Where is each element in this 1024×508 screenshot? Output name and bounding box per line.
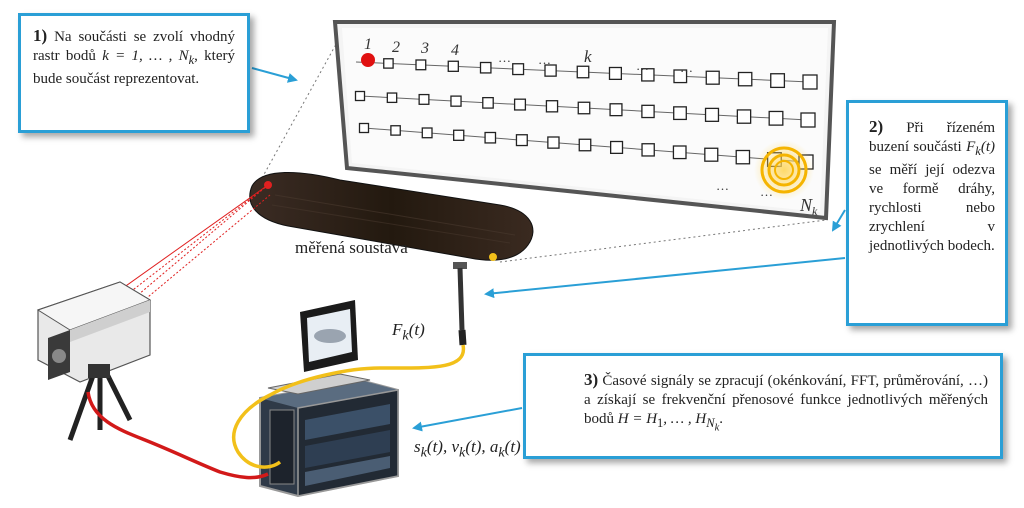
step1-callout: 1) Na součásti se zvolí vhodný rastr bod… xyxy=(18,13,250,133)
grid-label-k: k xyxy=(584,47,592,66)
grid-label-3: 3 xyxy=(420,40,429,57)
red-cable xyxy=(86,391,269,480)
grid-label-2: 2 xyxy=(392,39,400,56)
grid-point xyxy=(358,122,370,134)
grid-ellipsis: … xyxy=(636,58,649,73)
grid-point xyxy=(390,125,401,136)
step3-number: 3) xyxy=(584,370,599,389)
excitation-rings xyxy=(754,140,814,200)
grid-point xyxy=(513,98,527,111)
step2-callout: 2) Při řízeném buzení součásti Fk(t) se … xyxy=(846,100,1008,326)
grid-point xyxy=(545,100,559,113)
step2-text: 2) Při řízeném buzení součásti Fk(t) se … xyxy=(869,117,996,254)
step1-text: 1) Na součásti se zvolí vhodný rastr bod… xyxy=(33,26,236,87)
grid-point xyxy=(484,131,497,144)
grid-point xyxy=(608,66,623,81)
grid-point xyxy=(386,92,398,104)
measured-system-label: měřená soustava xyxy=(295,238,408,257)
grid-point xyxy=(705,70,720,85)
grid-point xyxy=(704,107,720,122)
grid-point xyxy=(576,65,590,79)
step3-callout: 3) Časové signály se zpracují (okénkován… xyxy=(523,353,1003,459)
grid-point xyxy=(544,64,557,77)
snowboard xyxy=(249,172,534,261)
grid-point xyxy=(641,143,655,157)
grid-point xyxy=(800,112,816,128)
grid-point xyxy=(673,106,687,121)
grid-point xyxy=(641,68,655,82)
step3-text: 3) Časové signály se zpracují (okénkován… xyxy=(584,370,989,434)
grid-point xyxy=(383,58,394,69)
measured-point-marker xyxy=(361,53,375,67)
grid-point xyxy=(421,127,433,139)
grid-point xyxy=(735,149,751,165)
grid-point xyxy=(415,59,427,71)
grid-point xyxy=(479,61,492,74)
grid-point xyxy=(737,71,753,87)
grid-ellipsis: … xyxy=(680,60,693,75)
grid-point xyxy=(770,73,786,89)
grid-point xyxy=(736,109,752,124)
grid-ellipsis: … xyxy=(498,50,511,65)
impact-hammer xyxy=(453,262,467,346)
grid-point xyxy=(672,145,687,160)
step2-number: 2) xyxy=(869,117,884,136)
grid-label-4: 4 xyxy=(451,42,459,59)
step1-number: 1) xyxy=(33,26,48,45)
laser-vibrometer xyxy=(36,281,152,441)
grid-point xyxy=(577,101,591,115)
yellow-cable xyxy=(232,344,466,469)
grid-point xyxy=(802,74,818,90)
force-label: Fk(t) xyxy=(392,320,425,344)
grid-point xyxy=(547,136,560,149)
grid-ellipsis: … xyxy=(716,178,729,193)
response-signals-label: sk(t), vk(t), ak(t) xyxy=(414,437,521,461)
grid-point xyxy=(453,129,465,141)
grid-point xyxy=(450,95,462,107)
grid-point xyxy=(673,69,688,84)
grid-point xyxy=(512,63,525,76)
grid-point xyxy=(418,93,430,105)
grid-label-nk: Nk xyxy=(799,195,818,218)
grid-point xyxy=(447,60,459,72)
grid-point xyxy=(609,103,623,117)
grid-point xyxy=(609,140,624,155)
grid-point xyxy=(482,96,494,109)
grid-point xyxy=(768,110,784,126)
grid-point xyxy=(704,147,719,162)
grid-point xyxy=(641,104,655,119)
laser-beams xyxy=(105,184,271,303)
projection-lines xyxy=(261,27,827,263)
callout-arrows xyxy=(251,67,846,432)
grid-point xyxy=(354,90,366,102)
grid-ellipsis: … xyxy=(538,52,551,67)
grid-point xyxy=(578,138,592,152)
acquisition-rack xyxy=(259,378,399,498)
grid-label-1: 1 xyxy=(364,36,372,53)
computer-monitor xyxy=(267,300,371,395)
grid-point xyxy=(515,134,528,147)
